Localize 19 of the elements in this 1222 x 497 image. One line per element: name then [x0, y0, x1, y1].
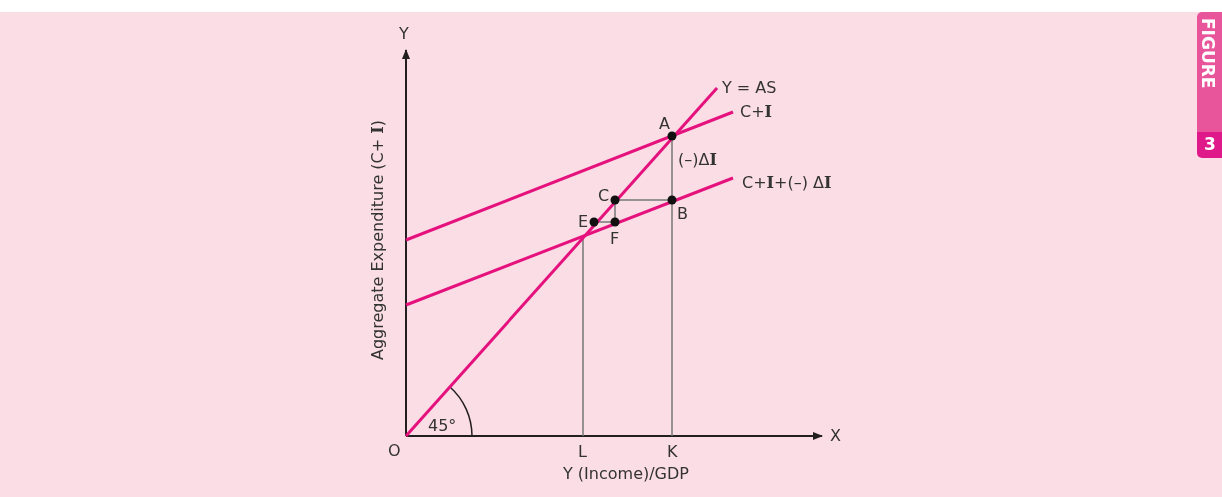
point-label: F [610, 231, 620, 247]
line-label: C+I [740, 104, 773, 120]
figure-number: 3 [1204, 136, 1216, 153]
point-label: B [677, 206, 688, 222]
point-label: A [659, 116, 670, 132]
line-label: C+I+(–) ΔI [742, 175, 832, 191]
axis-title: Aggregate Expenditure (C+ I) [370, 120, 386, 360]
axis-tick-label: L [578, 444, 587, 460]
point-label: E [578, 214, 589, 230]
angle-label: 45° [428, 418, 457, 434]
figure-label: FIGURE [1199, 18, 1216, 89]
line-label: Y = AS [722, 80, 777, 96]
axis-title: Y (Income)/GDP [563, 466, 689, 482]
axis-label: X [830, 428, 841, 444]
line-label: (–)ΔI [678, 152, 717, 168]
origin-label: O [388, 443, 401, 459]
point-label: C [598, 188, 610, 204]
axis-tick-label: K [667, 444, 678, 460]
axis-label: Y [399, 26, 409, 42]
